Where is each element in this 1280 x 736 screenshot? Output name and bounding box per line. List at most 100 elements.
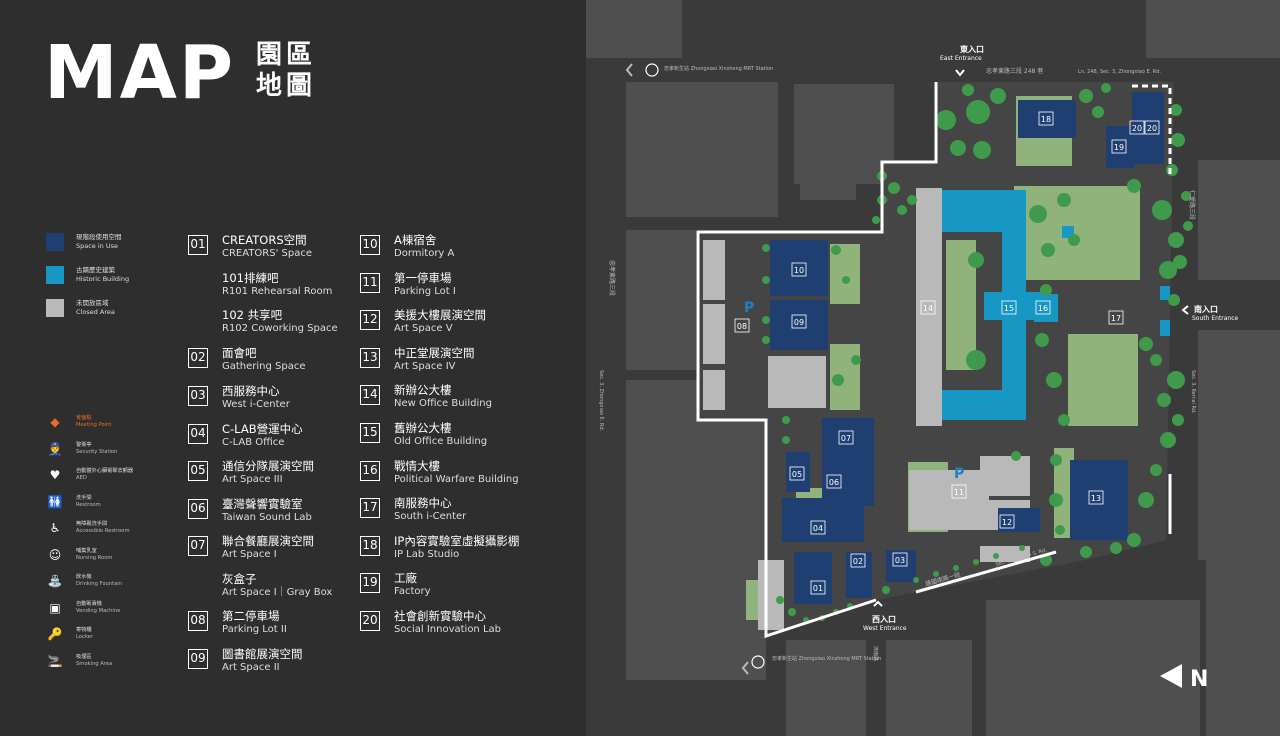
building-label[interactable]: 03 <box>895 556 905 565</box>
building-label[interactable]: 18 <box>1041 115 1051 124</box>
building-label[interactable]: 09 <box>794 318 804 327</box>
building-label[interactable]: 20 <box>1132 124 1142 133</box>
building-label[interactable]: 04 <box>813 524 823 533</box>
tree <box>1092 106 1104 118</box>
building-label[interactable]: 02 <box>853 557 863 566</box>
legend-facility-zh: 無障礙洗手間 <box>76 521 108 528</box>
tree <box>1079 89 1093 103</box>
index-en: CREATORS' Space <box>222 248 312 259</box>
building-label[interactable]: 15 <box>1004 304 1014 313</box>
building-label[interactable]: 17 <box>1111 314 1121 323</box>
chevron-left-icon <box>625 63 633 77</box>
legend-facility-zh: 警衛亭 <box>76 441 92 448</box>
east-entrance-zh: 東入口 <box>960 44 984 54</box>
legend-facility-zh: 洗手間 <box>76 494 92 501</box>
index-zh: 面會吧 <box>222 346 257 360</box>
campus-map-svg[interactable]: 01 02 03 04 05 06 07 08 09 10 11 12 13 14 15 16 17 18 19 20… <box>586 0 1280 736</box>
index-number: 10 <box>360 235 380 255</box>
east-entrance[interactable]: 東入口 East Entrance <box>940 44 984 77</box>
in-use-buildings <box>770 92 1164 604</box>
building-label[interactable]: 08 <box>737 322 747 331</box>
building-label[interactable]: 16 <box>1038 304 1048 313</box>
building-label[interactable]: 07 <box>841 434 851 443</box>
tree <box>913 577 919 583</box>
building-label[interactable]: 06 <box>829 478 839 487</box>
south-entrance-arrow-icon <box>1181 305 1189 315</box>
road-label-right-en: Sec. 3, Ren'ai Rd. <box>1190 370 1196 414</box>
building-label[interactable]: 11 <box>954 488 964 497</box>
building-label[interactable]: 05 <box>792 470 802 479</box>
south-entrance[interactable]: 南入口 South Entrance <box>1181 304 1239 322</box>
building-label[interactable]: 01 <box>813 584 823 593</box>
station-label-bottom: 忠孝新生站 Zhongxiao Xinsheng MRT Station <box>772 655 881 662</box>
index-number: 15 <box>360 423 380 443</box>
tree <box>1049 493 1063 507</box>
tree <box>1019 545 1025 551</box>
west-entrance[interactable]: 西入口 West Entrance <box>863 600 907 632</box>
index-zh: 社會創新實驗中心 <box>394 609 486 623</box>
building-label[interactable]: 10 <box>794 266 804 275</box>
index-en: R101 Rehearsal Room <box>222 285 333 297</box>
building-label[interactable]: 19 <box>1114 143 1124 152</box>
index-en: New Office Building <box>394 398 492 410</box>
index-en: Parking Lot I <box>394 285 456 297</box>
road-label-left-en: Sec. 3, Zhongxiao E. Rd. <box>598 370 604 432</box>
building-label-box <box>951 484 967 499</box>
index-number: 04 <box>188 424 208 444</box>
tree <box>933 571 939 577</box>
index-number: 02 <box>188 348 208 368</box>
legend-facility-en: Accessible Restroom <box>76 528 130 535</box>
index-number: 16 <box>360 460 380 481</box>
tree <box>832 374 844 386</box>
tree <box>897 205 907 215</box>
tree <box>993 553 999 559</box>
building-label[interactable]: 13 <box>1091 494 1101 503</box>
building-label-2[interactable]: 20 <box>1147 124 1157 133</box>
building-label-box <box>1144 120 1160 135</box>
index-en: Factory <box>394 586 431 598</box>
building-label[interactable]: 12 <box>1002 518 1012 527</box>
tree <box>762 316 770 324</box>
tree <box>1058 414 1070 426</box>
legend-facility-zh: 飲水機 <box>76 574 92 581</box>
index-zh: 101排練吧 <box>222 270 279 285</box>
legend-area-zh: 未開放區域 <box>76 299 109 307</box>
legend-facility-en: Meeting Point <box>76 422 112 429</box>
building-label[interactable]: 14 <box>923 304 933 313</box>
meeting-point-icon: ◆ <box>50 415 60 430</box>
locker-icon: 🔑 <box>47 627 63 642</box>
campus-map[interactable]: 01 02 03 04 05 06 07 08 09 10 11 12 13 14 15 16 17 18 19 20… <box>586 0 1280 736</box>
